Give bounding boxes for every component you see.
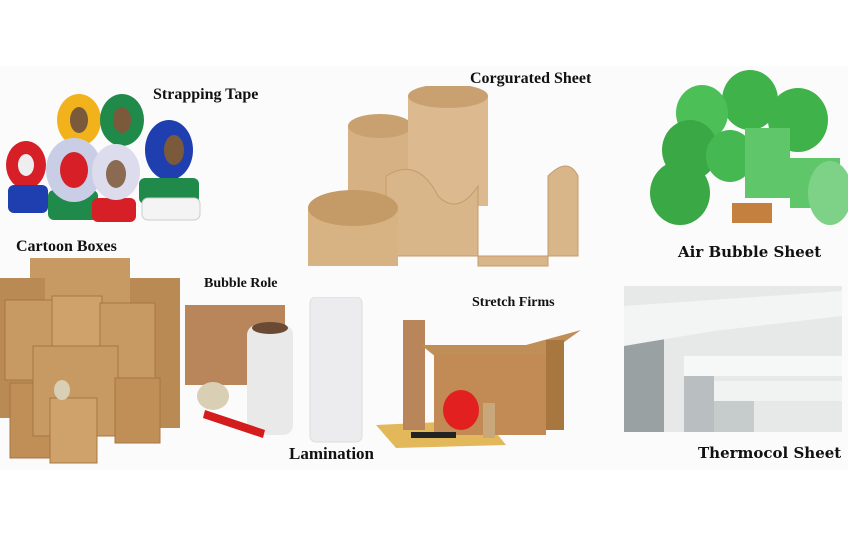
cartoon-boxes-label: Cartoon Boxes: [16, 238, 117, 255]
corrugated-sheet-label: Corgurated Sheet: [470, 70, 592, 87]
stretch-firms-image: [376, 315, 586, 450]
thermocol-sheet-image: [624, 286, 842, 432]
lamination-label: Lamination: [289, 444, 375, 463]
strapping-tape-label: Strapping Tape: [153, 86, 259, 103]
lamination-image: [308, 297, 364, 447]
stretch-firms-label: Stretch Firms: [472, 295, 555, 310]
strapping-tape-image: [4, 90, 204, 225]
air-bubble-sheet-image: [640, 68, 848, 238]
corrugated-sheet-image: [308, 86, 588, 276]
cartoon-boxes-image: [0, 258, 185, 468]
thermocol-sheet-label: Thermocol Sheet: [698, 444, 842, 462]
bubble-role-label: Bubble Role: [204, 276, 278, 291]
bubble-role-image: [185, 300, 295, 440]
air-bubble-sheet-label: Air Bubble Sheet: [678, 243, 822, 261]
